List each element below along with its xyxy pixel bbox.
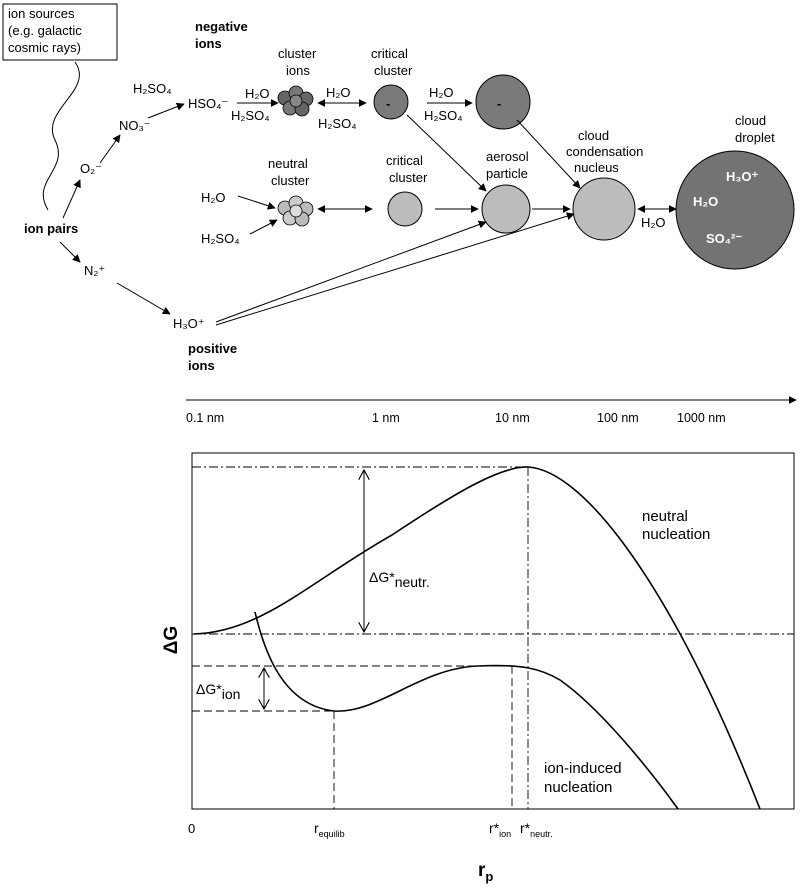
arrow-h2o-to-neutral [237, 195, 276, 210]
arrow-h2so4-to-neutral [249, 219, 278, 235]
h2o-label-a: H₂O [245, 86, 270, 101]
neutral-cluster-blob [277, 195, 314, 227]
ccn-label-1: cloud [578, 128, 609, 143]
cloud-condensation-nucleus [572, 177, 636, 241]
plot-frame [191, 452, 795, 810]
neutral-cluster-label-2: cluster [271, 173, 310, 188]
negative-ions-label-2: ions [195, 36, 222, 51]
origin-label: 0 [188, 821, 195, 836]
size-tick-1: 1 nm [372, 411, 400, 425]
x-axis-title: rp [478, 860, 493, 884]
negative-ions-label-1: negative [195, 19, 248, 34]
neutral-nucleation-label-2: nucleation [642, 526, 710, 543]
o2-minus-label: O₂⁻ [80, 161, 102, 176]
critical-charged-cluster [373, 84, 409, 120]
positive-ions-label-1: positive [188, 341, 237, 356]
cloud-droplet [675, 150, 795, 270]
ion-induced-label-2: nucleation [544, 779, 612, 796]
critical-cluster-top-label-2: cluster [374, 63, 413, 78]
cloud-droplet-label-1: cloud [735, 113, 766, 128]
cluster-ions-label-2: ions [286, 63, 310, 78]
reaction-scheme: ion sources (e.g. galactic cosmic rays) … [2, 3, 795, 373]
ion-source-box [2, 3, 118, 61]
charged-aerosol-particle [475, 74, 531, 130]
ccn-label-2: condensation [566, 144, 643, 159]
h2so4-label-c: H₂SO₄ [318, 116, 357, 131]
cluster-ions-label-1: cluster [278, 46, 317, 61]
h3o-plus-label: H₃O⁺ [173, 316, 205, 331]
ion-source-line-1: ion sources [8, 6, 75, 21]
aerosol-particle-label-1: aerosol [486, 149, 529, 164]
arrow-to-h3o [116, 282, 171, 315]
r-star-neutr-label: r*neutr. [520, 820, 553, 839]
h2so4-label-d: H₂SO₄ [424, 108, 463, 123]
h2o-label-b: H₂O [326, 85, 351, 100]
ion-induced-label-1: ion-induced [544, 760, 622, 777]
arrow-to-n2 [59, 241, 81, 263]
delta-g-ion-label: ΔG*ion [196, 681, 240, 702]
hso4-minus-label: HSO₄⁻ [188, 96, 228, 111]
r-equilib-label: requilib [314, 820, 345, 839]
critical-cluster-mid-label-2: cluster [389, 170, 428, 185]
size-tick-2: 10 nm [495, 411, 530, 425]
size-axis: 0.1 nm 1 nm 10 nm 100 nm 1000 nm [186, 396, 797, 425]
no3-minus-label: NO₃⁻ [119, 118, 151, 133]
aerosol-particle [481, 184, 531, 234]
ccn-label-3: nucleus [574, 160, 619, 175]
y-axis-title: ΔG [161, 626, 182, 654]
n2-plus-label: N₂⁺ [84, 263, 105, 278]
h2o-label-d: H₂O [201, 190, 226, 205]
droplet-so4-label: SO₄²⁻ [706, 231, 742, 246]
h2o-label-e: H₂O [641, 215, 666, 230]
critical-neutral-cluster [387, 191, 423, 227]
h2so4-label-b: H₂SO₄ [231, 108, 270, 123]
neutral-nucleation-label-1: neutral [642, 508, 688, 525]
arrow-h3o-to-aerosol [215, 220, 487, 323]
aerosol-particle-label-2: particle [486, 166, 528, 181]
ion-source-line-2: (e.g. galactic [8, 23, 82, 38]
size-tick-0: 0.1 nm [186, 411, 224, 425]
size-tick-4: 1000 nm [677, 411, 726, 425]
series-line-ion-induced-nucleation [254, 611, 679, 810]
r-star-ion-label: r*ion [489, 820, 511, 839]
positive-ions-label-2: ions [188, 358, 215, 373]
arrow-charged-particle-to-ccn [516, 119, 581, 189]
size-tick-3: 100 nm [597, 411, 639, 425]
arrow-charged-to-aerosol [406, 114, 487, 192]
critical-cluster-mid-label-1: critical [386, 153, 423, 168]
free-energy-plot: ΔG*neutr. ΔG*ion neutral nucleation ion-… [161, 452, 795, 884]
h2so4-label-a: H₂SO₄ [133, 81, 172, 96]
h2so4-label-e: H₂SO₄ [201, 231, 240, 246]
arrow-to-no3 [99, 134, 121, 164]
series-line-neutral-nucleation [193, 466, 761, 810]
droplet-h3o-label: H₃O⁺ [726, 169, 759, 184]
cluster-ion-blob [277, 85, 314, 117]
charged-particle-charge: - [497, 96, 501, 111]
arrow-to-hso4 [147, 102, 185, 119]
arrow-to-o2 [62, 179, 81, 219]
cloud-droplet-label-2: droplet [735, 130, 775, 145]
h2o-label-c: H₂O [429, 85, 454, 100]
ion-pairs-label: ion pairs [24, 221, 78, 236]
arrow-h3o-to-ccn [215, 212, 575, 326]
delta-g-neutral-label: ΔG*neutr. [369, 569, 430, 590]
critical-cluster-charge: - [386, 96, 390, 111]
critical-cluster-top-label-1: critical [371, 46, 408, 61]
droplet-h2o-label: H₂O [693, 194, 718, 209]
ion-source-line-3: cosmic rays) [8, 40, 81, 55]
cosmic-ray-wave [42, 61, 80, 211]
neutral-cluster-label-1: neutral [268, 156, 308, 171]
